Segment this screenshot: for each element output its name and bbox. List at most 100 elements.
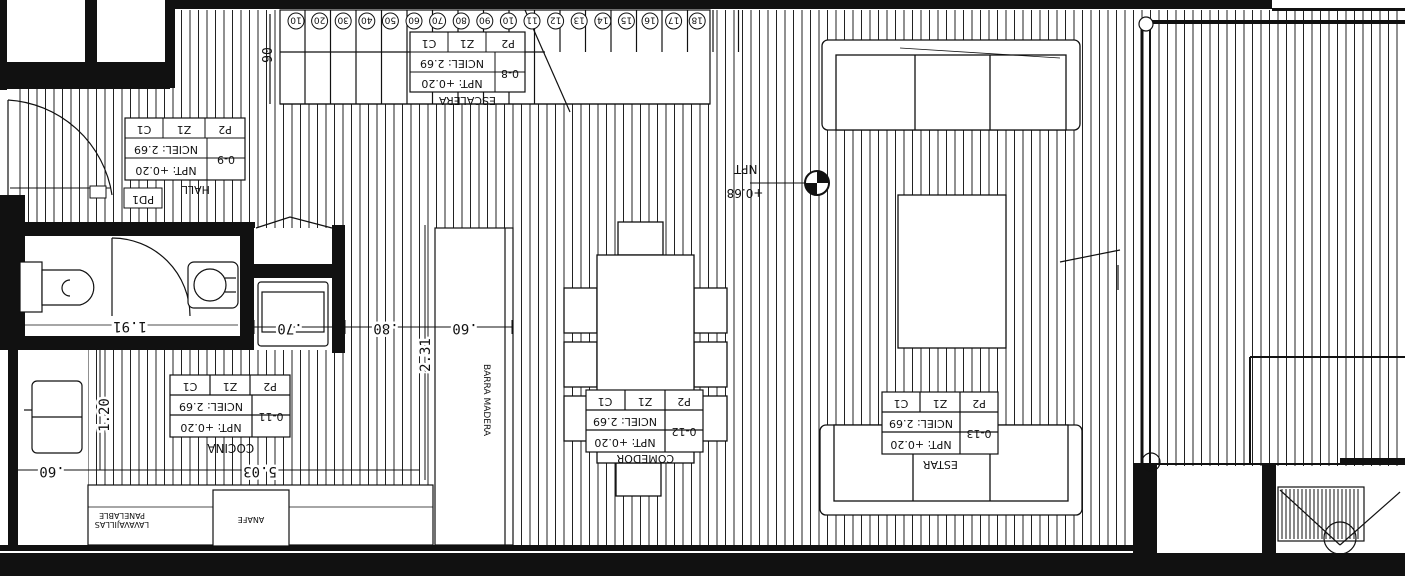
living-nciel: NCIEL: 2.69 <box>889 417 953 430</box>
hall-code: 0-9 <box>217 153 235 166</box>
kitchen-finish-z1: Z1 <box>223 380 238 393</box>
terrace-details <box>1059 16 1401 555</box>
hall-title: HALL <box>181 183 210 196</box>
stair-step-number: 15 <box>621 15 632 25</box>
level-marker <box>750 170 830 196</box>
stair-step-marker <box>358 12 376 30</box>
hall-entry <box>7 99 246 209</box>
stair-step-number: 40 <box>361 15 373 25</box>
hall-finish-p2: P2 <box>218 123 232 136</box>
stair-step-marker <box>665 12 683 30</box>
kitchen-nciel: NCIEL: 2.69 <box>179 400 243 413</box>
hall-nciel: NCIEL: 2.69 <box>134 143 198 156</box>
bathroom <box>19 237 239 326</box>
dim-080: .80 <box>373 320 398 336</box>
stair-step-number: 90 <box>479 15 491 25</box>
dim-1-91: 1.91 <box>113 318 147 334</box>
closet <box>255 216 333 347</box>
stair-step-marker <box>617 12 635 30</box>
stair-step-number: 10 <box>290 15 302 25</box>
stair-step-number: 17 <box>668 15 679 25</box>
stair-step-number: 30 <box>337 15 349 25</box>
living-finish-c1: C1 <box>894 397 909 410</box>
stair-step-number: 16 <box>644 15 656 25</box>
hall-info: P2 Z1 C1 NCIEL: 2.69 NPT: +0.20 0-9 HALL… <box>132 123 235 206</box>
stair-dim-90: 90 <box>261 47 276 63</box>
stair-step-marker <box>311 12 329 30</box>
stair-step-marker <box>547 12 565 30</box>
stair-nciel: NCIEL: 2.69 <box>420 57 484 70</box>
dining-nciel: NCIEL: 2.69 <box>593 415 657 428</box>
dining-finish-c1: C1 <box>598 395 613 408</box>
kitchen-title: COCINA <box>207 441 255 455</box>
hall-door-tag: PD1 <box>132 193 154 206</box>
stair-npt: NPT: +0.20 <box>421 77 482 90</box>
dining-title: COMEDOR <box>616 452 674 465</box>
dining-finish-z1: Z1 <box>638 395 653 408</box>
kitchen-finish-c1: C1 <box>183 380 198 393</box>
dim-060: .60 <box>452 320 477 336</box>
dim-5-03: 5.03 <box>243 463 277 479</box>
kitchen-finish-p2: P2 <box>263 380 277 393</box>
stair-code: 0-8 <box>501 67 519 80</box>
stair-step-marker <box>641 12 659 30</box>
dim-1-20: 1.20 <box>97 398 113 432</box>
living-title: ESTAR <box>923 458 958 471</box>
dim-070: .70 <box>277 320 302 336</box>
stair-step-number: 80 <box>455 15 467 25</box>
level-marker-label: NPT <box>733 162 757 176</box>
lavavajillas-label-1: LAVAVAJILLAS <box>95 520 149 529</box>
stair-step-number: 13 <box>573 15 584 25</box>
anafe-label: ANAFE <box>238 515 265 524</box>
stair-step-number: 18 <box>691 15 703 25</box>
living-finish-z1: Z1 <box>933 397 948 410</box>
living-npt: NPT: +0.20 <box>890 438 951 451</box>
kitchen-info-table <box>169 374 291 438</box>
dim-2-31: 2.31 <box>418 338 434 372</box>
stair-finish-c1: C1 <box>422 37 437 50</box>
lavavajillas-label-2: PANELABLE <box>99 511 145 520</box>
stair-step-number: 70 <box>432 15 444 25</box>
stair-step-number: 10 <box>502 15 514 25</box>
stair-step-marker <box>523 12 541 30</box>
stair-step-marker <box>287 12 305 30</box>
living-code: 0-13 <box>967 427 992 440</box>
stair-step-number: 60 <box>408 15 420 25</box>
stair-step-marker <box>570 12 588 30</box>
stair-step-number: 20 <box>314 15 326 25</box>
stair-info-table: P2 Z1 C1 NCIEL: 2.69 NPT: +0.20 0-8 ESCA… <box>409 31 526 107</box>
stair-step-number: 12 <box>550 15 561 25</box>
kitchen <box>18 227 514 547</box>
hall-finish-c1: C1 <box>137 123 152 136</box>
stair-step-marker <box>429 12 447 30</box>
stair-step-marker <box>688 12 706 30</box>
living-info-table <box>881 391 999 455</box>
level-marker-value: +0.68 <box>727 186 764 200</box>
stair-step-number: 14 <box>597 15 609 25</box>
dim-0-60: .60 <box>39 463 64 479</box>
barra-madera-label: BARRA MADERA <box>481 364 491 437</box>
hall-npt: NPT: +0.20 <box>135 164 196 177</box>
dining-code: 0-12 <box>672 425 697 438</box>
stair-step-marker <box>476 12 494 30</box>
stair-step-marker <box>334 12 352 30</box>
stair-title: ESCALERA <box>439 94 496 107</box>
stair-step-marker <box>452 12 470 30</box>
kitchen-code: 0-11 <box>259 410 284 423</box>
kitchen-npt: NPT: +0.20 <box>180 421 241 434</box>
stair-step-number: 11 <box>526 15 537 25</box>
stair-step-marker <box>405 12 423 30</box>
stair-step-number: 50 <box>384 15 396 25</box>
stair-finish-z1: Z1 <box>460 37 475 50</box>
stair-step-marker <box>381 12 399 30</box>
hall-finish-z1: Z1 <box>177 123 192 136</box>
stair-finish-p2: P2 <box>501 37 515 50</box>
dining-finish-p2: P2 <box>677 395 691 408</box>
stair-step-marker <box>499 12 517 30</box>
living-finish-p2: P2 <box>972 397 986 410</box>
stair-step-marker <box>594 12 612 30</box>
dining-npt: NPT: +0.20 <box>594 436 655 449</box>
stair-step-numbers: 10 20 30 40 50 60 70 80 90 10 11 12 13 14 15 16 17 18 <box>287 12 706 30</box>
